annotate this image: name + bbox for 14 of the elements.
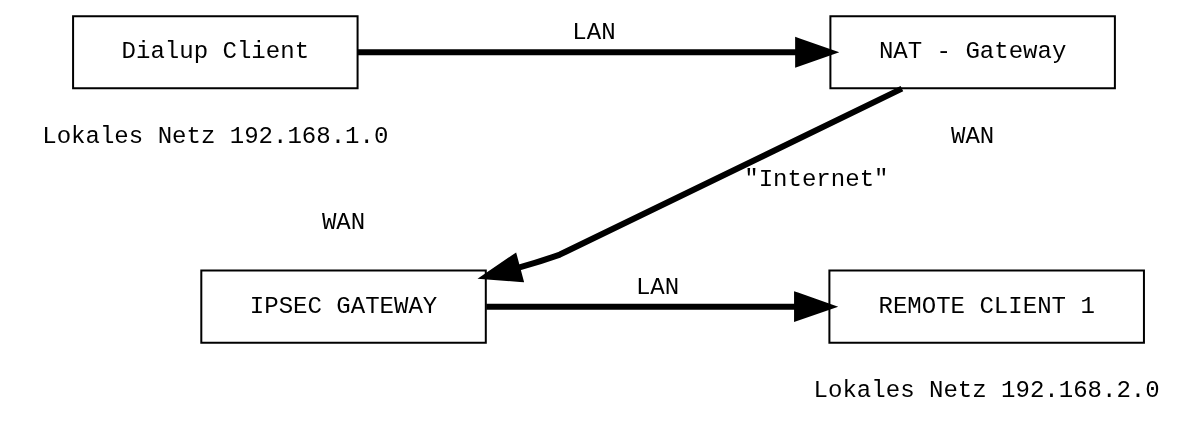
arrow (477, 85, 903, 283)
node-label: Lokales Netz 192.168.2.0 (813, 377, 1160, 405)
node-label: WAN (321, 208, 365, 236)
node-label: WAN (950, 122, 994, 150)
node-box: Dialup Client (71, 15, 359, 90)
node-box: NAT - Gateway (828, 15, 1116, 90)
node-label: Lokales Netz 192.168.1.0 (41, 122, 388, 150)
edge-label: LAN (571, 19, 616, 47)
edge-label: "Internet" (743, 165, 888, 193)
arrow (485, 291, 838, 323)
edge-label: LAN (635, 273, 679, 301)
node-box: IPSEC GATEWAY (199, 269, 487, 344)
arrow (357, 36, 839, 68)
node-box: REMOTE CLIENT 1 (827, 269, 1145, 344)
